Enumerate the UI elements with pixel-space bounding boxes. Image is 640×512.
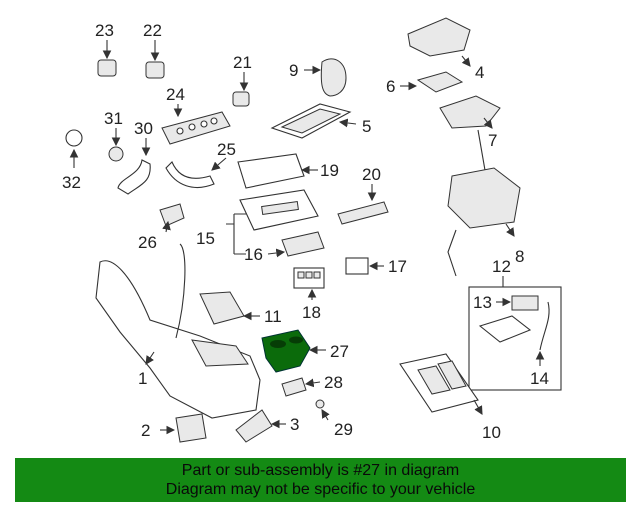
- callout-22: 22: [143, 21, 162, 40]
- callout-12: 12: [492, 257, 511, 276]
- callout-25: 25: [217, 140, 236, 159]
- part-11-box: [199, 291, 260, 325]
- part-16-box: [267, 231, 325, 258]
- part-10-tray: [399, 353, 483, 415]
- part-24-panel: [161, 104, 231, 145]
- part-29-clip: [315, 399, 330, 421]
- callout-17: 17: [388, 257, 407, 276]
- callout-7: 7: [488, 131, 497, 150]
- callout-4: 4: [475, 63, 484, 82]
- callout-9: 9: [289, 61, 298, 80]
- banner-line-2: Diagram may not be specific to your vehi…: [165, 481, 476, 498]
- part-30-harness: [117, 138, 151, 195]
- callout-32: 32: [62, 173, 81, 192]
- part-27-cup-holder-highlighted: [261, 329, 326, 373]
- callout-26: 26: [138, 233, 157, 252]
- part-21-switch: [232, 72, 250, 107]
- part-15-radio: [226, 189, 319, 255]
- part-6-plate: [400, 71, 464, 93]
- callout-19: 19: [320, 161, 339, 180]
- part-12-bezel: [478, 315, 532, 343]
- part-2-bracket: [160, 413, 207, 443]
- callout-15: 15: [196, 229, 215, 248]
- part-28-switch: [281, 377, 321, 397]
- info-banner: Part or sub-assembly is #27 in diagram D…: [15, 458, 626, 502]
- part-1-console: [95, 243, 261, 419]
- callout-20: 20: [362, 165, 381, 184]
- callout-30: 30: [134, 119, 153, 138]
- callout-13: 13: [473, 293, 492, 312]
- part-3-bracket: [235, 409, 286, 443]
- part-17-cover: [345, 257, 384, 275]
- part-8-shifter: [447, 129, 521, 277]
- part-14-wire: [535, 301, 550, 366]
- part-19-panel: [237, 153, 318, 189]
- callout-10: 10: [482, 423, 501, 442]
- callout-1: 1: [138, 369, 147, 388]
- callout-28: 28: [324, 373, 343, 392]
- part-18-switch: [293, 267, 325, 300]
- group-12-box: [468, 276, 562, 391]
- part-20-strip: [337, 184, 389, 225]
- callout-29: 29: [334, 420, 353, 439]
- part-32-plug: [65, 129, 83, 168]
- callout-23: 23: [95, 21, 114, 40]
- part-26-bracket: [159, 203, 185, 233]
- callout-2: 2: [141, 421, 150, 440]
- part-22-switch: [145, 40, 165, 79]
- banner-line-1: Part or sub-assembly is #27 in diagram: [181, 462, 460, 479]
- callout-6: 6: [386, 77, 395, 96]
- callout-18: 18: [302, 303, 321, 322]
- callout-27: 27: [330, 342, 349, 361]
- callout-8: 8: [515, 247, 524, 266]
- callout-11: 11: [264, 307, 282, 326]
- callout-16: 16: [244, 245, 263, 264]
- part-23-switch: [97, 40, 117, 77]
- callout-14: 14: [530, 369, 549, 388]
- part-31-knob: [108, 128, 124, 162]
- part-7-housing: [439, 95, 501, 129]
- callout-31: 31: [104, 109, 123, 128]
- part-9-knob: [304, 58, 347, 97]
- callout-5: 5: [362, 117, 371, 136]
- part-13-switch: [496, 295, 539, 311]
- callout-3: 3: [290, 415, 299, 434]
- callout-21: 21: [233, 53, 252, 72]
- part-4-cover: [407, 17, 471, 67]
- part-25-harness: [165, 157, 227, 188]
- callout-24: 24: [166, 85, 185, 104]
- part-5-bezel: [270, 103, 357, 139]
